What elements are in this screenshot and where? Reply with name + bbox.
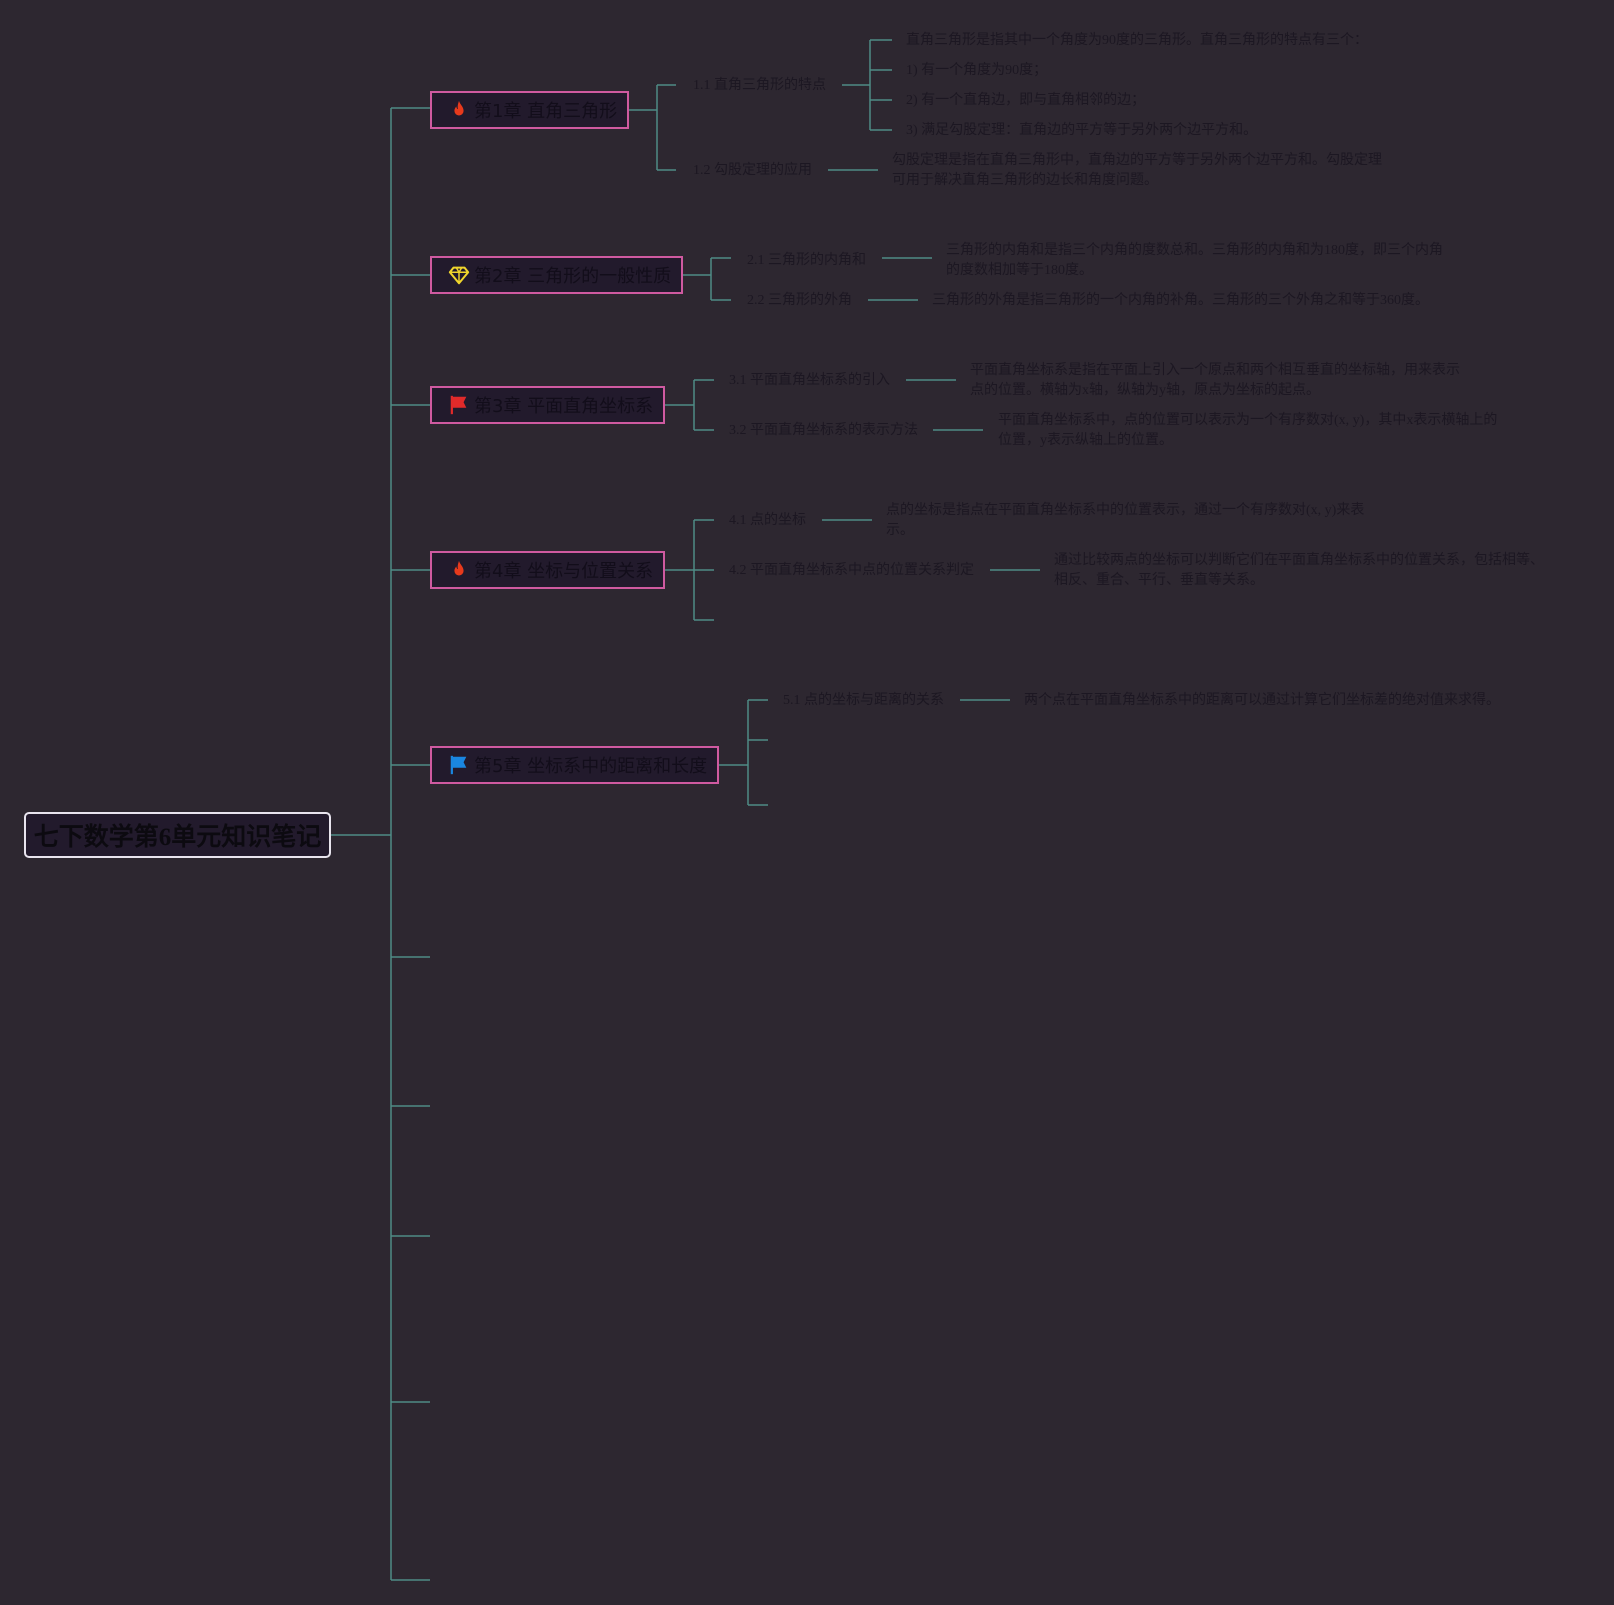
detail-4-2-b: 相反、重合、平行、垂直等关系。 (1054, 573, 1264, 588)
detail-3-2-b: 位置，y表示纵轴上的位置。 (998, 433, 1173, 448)
red-flag-icon (448, 394, 470, 416)
fire-icon (448, 559, 470, 581)
detail-1-1-c: 2) 有一个直角边，即与直角相邻的边； (906, 93, 1146, 108)
detail-1-1-a: 直角三角形是指其中一个角度为90度的三角形。直角三角形的特点有三个： (906, 33, 1368, 48)
chapter-1-label: 第1章 直角三角形 (474, 101, 618, 122)
blue-flag-icon (448, 754, 470, 776)
topic-3-1[interactable]: 3.1 平面直角坐标系的引入 (729, 373, 890, 388)
detail-4-1-b: 示。 (886, 523, 914, 538)
diamond-icon (448, 264, 470, 286)
detail-2-1-b: 的度数相加等于180度。 (946, 263, 1093, 278)
fire-icon (448, 99, 470, 121)
chapter-4-node[interactable]: 第4章 坐标与位置关系 (430, 551, 665, 589)
detail-2-1-a: 三角形的内角和是指三个内角的度数总和。三角形的内角和为180度，即三个内角 (946, 243, 1443, 258)
topic-4-2[interactable]: 4.2 平面直角坐标系中点的位置关系判定 (729, 563, 974, 578)
root-title: 七下数学第6单元知识笔记 (33, 824, 322, 851)
chapter-2-node[interactable]: 第2章 三角形的一般性质 (430, 256, 683, 294)
detail-3-2-a: 平面直角坐标系中，点的位置可以表示为一个有序数对(x, y)，其中x表示横轴上的 (998, 413, 1498, 428)
detail-2-2-a: 三角形的外角是指三角形的一个内角的补角。三角形的三个外角之和等于360度。 (932, 293, 1429, 308)
topic-2-2[interactable]: 2.2 三角形的外角 (747, 293, 852, 308)
detail-1-2-b: 可用于解决直角三角形的边长和角度问题。 (892, 173, 1158, 188)
chapter-2-label: 第2章 三角形的一般性质 (474, 266, 672, 287)
chapter-5-label: 第5章 坐标系中的距离和长度 (474, 756, 708, 777)
detail-3-1-a: 平面直角坐标系是指在平面上引入一个原点和两个相互垂直的坐标轴，用来表示 (970, 363, 1460, 378)
chapter-3-node[interactable]: 第3章 平面直角坐标系 (430, 386, 665, 424)
topic-5-1[interactable]: 5.1 点的坐标与距离的关系 (783, 693, 944, 708)
detail-3-1-b: 点的位置。横轴为x轴，纵轴为y轴，原点为坐标的起点。 (970, 383, 1320, 398)
detail-5-1-a: 两个点在平面直角坐标系中的距离可以通过计算它们坐标差的绝对值来求得。 (1024, 693, 1500, 708)
detail-1-2-a: 勾股定理是指在直角三角形中，直角边的平方等于另外两个边平方和。勾股定理 (892, 153, 1382, 168)
topic-3-2[interactable]: 3.2 平面直角坐标系的表示方法 (729, 423, 918, 438)
topic-4-1[interactable]: 4.1 点的坐标 (729, 513, 806, 528)
topic-1-2[interactable]: 1.2 勾股定理的应用 (693, 163, 812, 178)
detail-1-1-d: 3) 满足勾股定理：直角边的平方等于另外两个边平方和。 (906, 123, 1258, 138)
detail-1-1-b: 1) 有一个角度为90度； (906, 63, 1048, 78)
chapter-1-node[interactable]: 第1章 直角三角形 (430, 91, 629, 129)
detail-4-1-a: 点的坐标是指点在平面直角坐标系中的位置表示，通过一个有序数对(x, y)来表 (886, 503, 1365, 518)
chapter-4-label: 第4章 坐标与位置关系 (474, 561, 654, 582)
chapter-5-node[interactable]: 第5章 坐标系中的距离和长度 (430, 746, 719, 784)
chapter-3-label: 第3章 平面直角坐标系 (474, 396, 654, 417)
root-node[interactable]: 七下数学第6单元知识笔记 (24, 812, 331, 858)
topic-1-1[interactable]: 1.1 直角三角形的特点 (693, 78, 826, 93)
detail-4-2-a: 通过比较两点的坐标可以判断它们在平面直角坐标系中的位置关系，包括相等、 (1054, 553, 1544, 568)
topic-2-1[interactable]: 2.1 三角形的内角和 (747, 253, 866, 268)
